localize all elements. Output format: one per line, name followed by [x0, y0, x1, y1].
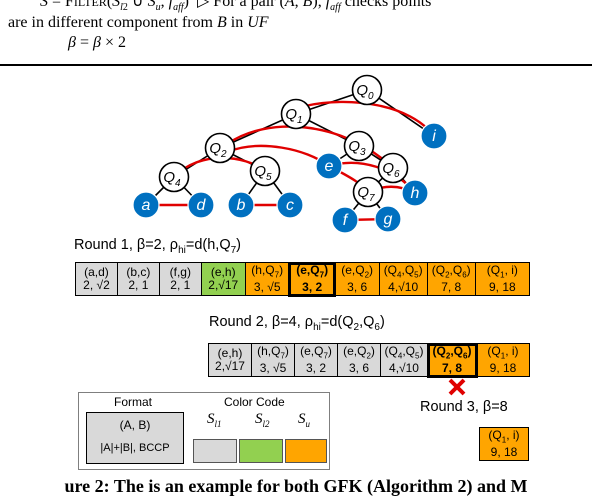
round3-table: (Q1, i)9, 18 — [479, 426, 529, 462]
tree-diagram: Q0 Q1 Q2 Q3 Q4 Q5 Q6 Q7 a d b c e f g h … — [132, 74, 448, 234]
algorithm-line-2: are in different component from B in UF — [8, 14, 269, 31]
round2-cell: (Q1, i)9, 18 — [476, 342, 530, 378]
internal-nodes — [158, 74, 409, 208]
round1-label: Round 1, β=2, ρhi=d(h,Q7) — [74, 237, 241, 256]
round2-label: Round 2, β=4, ρhi=d(Q2,Q6) — [209, 314, 385, 333]
round1-cell: (h,Q7)3, √5 — [244, 261, 290, 297]
figure-caption: ure 2: The is an example for both GFK (A… — [64, 476, 528, 496]
legend-swatch-sl2 — [239, 439, 283, 463]
legend-format-line2: |A|+|B|, BCCP — [100, 442, 170, 454]
round1-cell-highlighted: (e,Q7)3, 2 — [288, 261, 337, 297]
round1-cell: (e,h)2,√17 — [200, 261, 246, 297]
legend-swatch-su — [285, 439, 327, 463]
round2-cell: (Q4,Q5)4,√10 — [380, 342, 428, 378]
leaf-g: g — [384, 211, 393, 228]
round3-label: Round 3, β=8 — [420, 399, 508, 415]
round1-cell: (Q2,Q6)7, 8 — [426, 261, 476, 297]
leaf-a: a — [142, 197, 151, 214]
legend-format-line1: (A, B) — [119, 418, 151, 432]
legend-box: Format (A, B) |A|+|B|, BCCP Color Code S… — [78, 392, 330, 470]
leaf-h: h — [411, 185, 420, 202]
round1-cell: (e,Q2)3, 6 — [334, 261, 380, 297]
round1-cell: (Q1, i)9, 18 — [474, 261, 531, 297]
legend-set-label-sl2: Sl2 — [255, 411, 270, 429]
legend-color-title: Color Code — [224, 395, 285, 409]
legend-format-box: (A, B) |A|+|B|, BCCP — [86, 412, 184, 464]
leaf-i: i — [432, 128, 436, 145]
round3-cell: (Q1, i)9, 18 — [479, 426, 529, 462]
round1-cell: (a,d)2, √2 — [75, 261, 118, 297]
round1-table: (a,d)2, √2 (b,c)2, 1 (f,g)2, 1 (e,h)2,√1… — [75, 261, 531, 297]
leaf-labels: a d b c e f g h i — [142, 128, 437, 229]
round2-table: (e,h)2,√17 (h,Q7)3, √5 (e,Q7)3, 2 (e,Q2)… — [208, 342, 530, 378]
section-divider — [0, 64, 592, 66]
legend-format-title: Format — [114, 395, 153, 409]
round2-cell: (h,Q7)3, √5 — [251, 342, 295, 378]
round1-cell: (b,c)2, 1 — [116, 261, 160, 297]
round2-cell: (e,Q7)3, 2 — [294, 342, 338, 378]
round2-cell: (e,Q2)3, 6 — [337, 342, 381, 378]
leaf-c: c — [286, 197, 294, 214]
leaf-d: d — [197, 197, 207, 214]
leaf-e: e — [325, 158, 334, 175]
algorithm-line-3: β = β × 2 — [68, 34, 126, 51]
legend-swatch-sl1 — [193, 439, 237, 463]
round2-cell-highlighted: (Q2,Q6)7, 8 — [426, 342, 478, 378]
removed-cross-icon — [448, 378, 466, 396]
leaf-f: f — [343, 212, 349, 229]
leaf-nodes — [132, 122, 448, 234]
leaf-b: b — [237, 197, 246, 214]
legend-set-label-sl1: Sl1 — [207, 411, 222, 429]
round1-cell: (f,g)2, 1 — [158, 261, 202, 297]
round2-cell: (e,h)2,√17 — [208, 342, 252, 378]
round1-cell: (Q4,Q5)4,√10 — [378, 261, 428, 297]
algorithm-line-1: S = FILTER(Sl2 ∪ Su, faff) ▷ For a pair … — [40, 0, 432, 14]
legend-set-label-su: Su — [298, 411, 310, 429]
